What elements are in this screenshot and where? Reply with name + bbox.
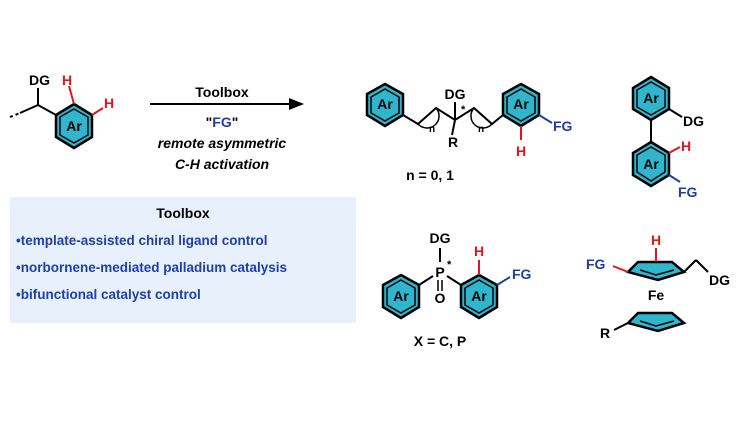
chain-right-ring-label: Ar (513, 96, 529, 112)
arrow-label-fg: "FG" (206, 114, 239, 130)
toolbox-item: •norbornene-mediated palladium catalysis (16, 260, 288, 275)
chain-stereo-star: * (461, 104, 466, 116)
product-ferrocene-molecule: H FG DG Fe R (586, 232, 730, 341)
p-fg-label: FG (512, 266, 532, 282)
toolbox-item: •bifunctional catalyst control (16, 287, 201, 302)
arrow-label-ch-activation: C-H activation (175, 156, 269, 172)
chain-n-left: n (429, 124, 435, 135)
arrow-label-toolbox: Toolbox (195, 84, 249, 100)
chain-r-label: R (448, 134, 458, 150)
p-stereo-star: * (447, 259, 452, 271)
chain-h-label: H (516, 143, 526, 159)
p-right-ring-label: Ar (471, 288, 487, 304)
toolbox-item: •template-assisted chiral ligand control (16, 233, 268, 248)
substrate-h-label-2: H (104, 95, 114, 111)
ferrocene-fg-label: FG (586, 256, 606, 272)
p-atom-label: P (435, 264, 444, 280)
product-p-molecule: DG P * O Ar Ar H FG X = C, P (381, 230, 532, 349)
biaryl-bottom-ring-label: Ar (643, 156, 659, 172)
ferrocene-dg-label: DG (709, 272, 730, 288)
p-dg-label: DG (430, 230, 451, 246)
toolbox-title: Toolbox (156, 205, 210, 221)
chain-caption: n = 0, 1 (406, 167, 454, 183)
biaryl-h-label: H (681, 138, 691, 154)
chain-n-right: n (478, 124, 484, 135)
biaryl-dg-label: DG (683, 113, 704, 129)
biaryl-fg-label: FG (678, 184, 698, 200)
p-oxygen-label: O (435, 290, 446, 306)
substrate-h-label: H (62, 72, 72, 88)
p-left-ring-label: Ar (393, 288, 409, 304)
substrate-ring-label: Ar (66, 118, 82, 134)
chain-dg-label: DG (445, 86, 466, 102)
reaction-arrow: Toolbox "FG" remote asymmetric C-H activ… (150, 84, 304, 172)
product-biaryl-molecule: Ar DG Ar H FG (631, 75, 704, 200)
product-chain-molecule: Ar DG * R n n Ar FG H n = 0, 1 (365, 82, 573, 183)
chain-left-ring-label: Ar (377, 96, 393, 112)
substrate-dg-label: DG (29, 72, 50, 88)
ferrocene-h-label: H (651, 232, 661, 248)
ferrocene-fe-label: Fe (648, 287, 665, 303)
chain-fg-label: FG (553, 118, 573, 134)
biaryl-top-ring-label: Ar (643, 90, 659, 106)
p-caption: X = C, P (414, 333, 467, 349)
substrate-molecule: DG H H Ar (9, 72, 114, 150)
arrow-label-remote-asymmetric: remote asymmetric (158, 135, 287, 151)
ferrocene-r-label: R (600, 325, 610, 341)
p-h-label: H (474, 243, 484, 259)
toolbox-panel: Toolbox •template-assisted chiral ligand… (10, 197, 356, 323)
